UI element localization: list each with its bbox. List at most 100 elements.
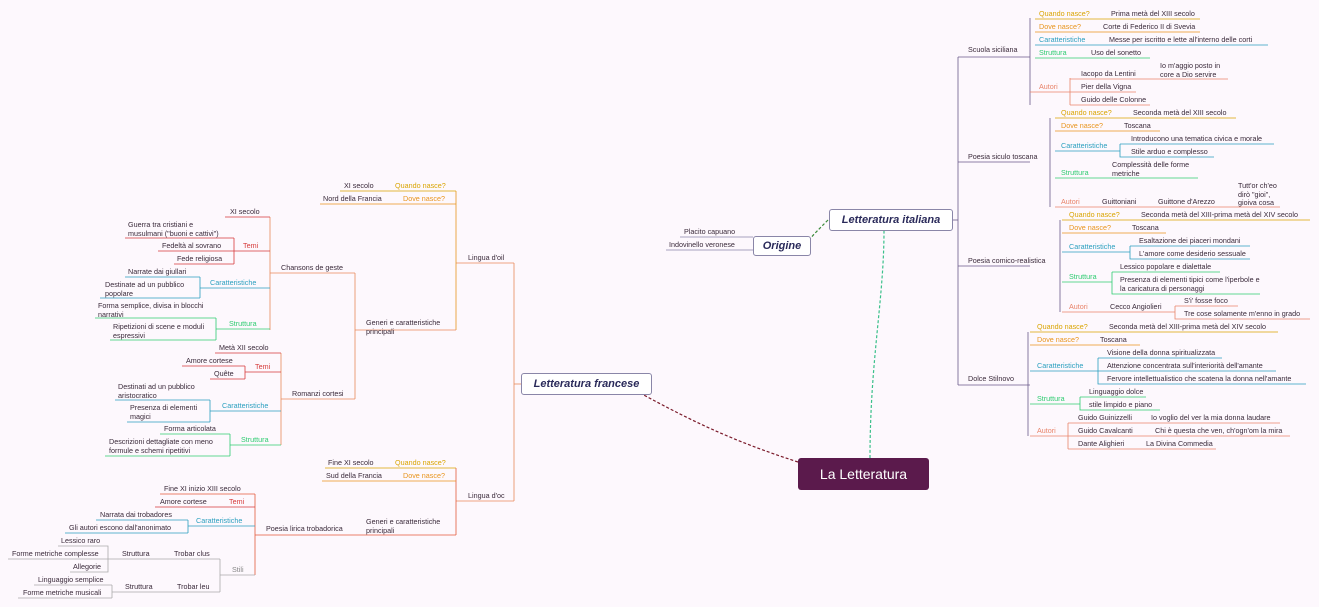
node-value[interactable]: Seconda metà del XIII-prima metà del XIV… (1109, 322, 1267, 331)
node-work[interactable]: Tre cose solamente m'enno in grado (1184, 309, 1301, 318)
node-value[interactable]: Gli autori escono dall'anonimato (69, 523, 172, 532)
node-author[interactable]: Guido Cavalcanti (1078, 426, 1133, 435)
node-value[interactable]: Esaltazione dei piaceri mondani (1139, 236, 1241, 245)
key-autori[interactable]: Autori (1039, 82, 1058, 91)
node-value[interactable]: Descrizioni dettagliate con meno formule… (109, 437, 213, 455)
node-author[interactable]: Guittoniani (1102, 197, 1137, 206)
key-dove-nasce[interactable]: Dove nasce? (1039, 22, 1081, 31)
topic-letteratura-italiana[interactable]: Letteratura italiana (829, 209, 953, 231)
key-dove-nasce[interactable]: Dove nasce? (1061, 121, 1103, 130)
node-poesia-lirica-trobadorica[interactable]: Poesia lirica trobadorica (266, 524, 343, 533)
node-value[interactable]: Stile arduo e complesso (1131, 147, 1208, 156)
node-romanzi-cortesi[interactable]: Romanzi cortesi (292, 389, 344, 398)
key-caratteristiche[interactable]: Caratteristiche (222, 401, 269, 410)
node-value[interactable]: Metà XII secolo (219, 343, 269, 352)
node-value[interactable]: Fervore intellettualistico che scatena l… (1107, 374, 1292, 383)
node-value[interactable]: Sud della Francia (326, 471, 382, 480)
node-trobar-leu[interactable]: Trobar leu (177, 582, 210, 591)
node-work[interactable]: Chi è questa che ven, ch'ogn'om la mira (1155, 426, 1283, 435)
node-work[interactable]: S'i' fosse foco (1184, 296, 1228, 305)
key-caratteristiche[interactable]: Caratteristiche (1061, 141, 1108, 150)
key-quando-nasce[interactable]: Quando nasce? (1039, 9, 1090, 18)
node-value[interactable]: Fine XI secolo (328, 458, 374, 467)
node-author[interactable]: Iacopo da Lentini (1081, 69, 1136, 78)
node-work[interactable]: Io voglio del ver la mia donna laudare (1151, 413, 1271, 422)
node-value[interactable]: Linguaggio semplice (38, 575, 104, 584)
node-poesia-comico-realistica[interactable]: Poesia comico-realistica (968, 256, 1046, 265)
node-trobar-clus[interactable]: Trobar clus (174, 549, 210, 558)
key-struttura[interactable]: Struttura (1037, 394, 1065, 403)
key-stili[interactable]: Stili (232, 565, 244, 574)
key-quando-nasce[interactable]: Quando nasce? (1061, 108, 1112, 117)
node-lingua-doc[interactable]: Lingua d'oc (468, 491, 505, 500)
node-value[interactable]: Corte di Federico II di Svevia (1103, 22, 1196, 31)
key-dove-nasce[interactable]: Dove nasce? (403, 194, 445, 203)
root-topic[interactable]: La Letteratura (798, 458, 929, 490)
node-value[interactable]: Amore cortese (160, 497, 207, 506)
key-dove-nasce[interactable]: Dove nasce? (403, 471, 445, 480)
node-value[interactable]: Fedeltà al sovrano (162, 241, 222, 250)
node-author[interactable]: Cecco Angiolieri (1110, 302, 1162, 311)
node-value[interactable]: Linguaggio dolce (1089, 387, 1144, 396)
node-value[interactable]: Visione della donna spiritualizzata (1107, 348, 1216, 357)
node-value[interactable]: Narrata dai trobadores (100, 510, 172, 519)
node-author[interactable]: Dante Alighieri (1078, 439, 1125, 448)
key-quando-nasce[interactable]: Quando nasce? (395, 458, 446, 467)
node-value[interactable]: Introducono una tematica civica e morale (1131, 134, 1263, 143)
node-work[interactable]: Tutt'or ch'eo dirò "gioi", gioiva cosa (1238, 181, 1277, 207)
node-value[interactable]: Prima metà del XIII secolo (1111, 9, 1195, 18)
node-value[interactable]: Toscana (1100, 335, 1127, 344)
node-value[interactable]: Forme metriche complesse (12, 549, 99, 558)
node-value[interactable]: Toscana (1124, 121, 1151, 130)
node-value[interactable]: Narrate dai giullari (128, 267, 187, 276)
node-author[interactable]: Guido delle Colonne (1081, 95, 1147, 104)
node-value[interactable]: Lessico raro (61, 536, 101, 545)
node-dolce-stilnovo[interactable]: Dolce Stilnovo (968, 374, 1014, 383)
node-poesia-siculo-toscana[interactable]: Poesia siculo toscana (968, 152, 1038, 161)
node-value[interactable]: XI secolo (344, 181, 374, 190)
key-autori[interactable]: Autori (1037, 426, 1056, 435)
key-quando-nasce[interactable]: Quando nasce? (395, 181, 446, 190)
key-dove-nasce[interactable]: Dove nasce? (1037, 335, 1079, 344)
key-dove-nasce[interactable]: Dove nasce? (1069, 223, 1111, 232)
node-value[interactable]: Forma semplice, divisa in blocchi narrat… (98, 301, 204, 319)
key-autori[interactable]: Autori (1069, 302, 1088, 311)
node-scuola-siciliana[interactable]: Scuola siciliana (968, 45, 1018, 54)
node-value[interactable]: Allegorie (73, 562, 101, 571)
key-caratteristiche[interactable]: Caratteristiche (1037, 361, 1084, 370)
node-chansons-de-geste[interactable]: Chansons de geste (281, 263, 343, 272)
key-caratteristiche[interactable]: Caratteristiche (196, 516, 243, 525)
key-caratteristiche[interactable]: Caratteristiche (1039, 35, 1086, 44)
node-value[interactable]: Fine XI inizio XIII secolo (164, 484, 241, 493)
key-struttura[interactable]: Struttura (1039, 48, 1067, 57)
key-temi[interactable]: Temi (243, 241, 259, 250)
node-value[interactable]: Ripetizioni di scene e moduli espressivi (113, 322, 205, 340)
node-author[interactable]: Pier della Vigna (1081, 82, 1132, 91)
topic-origine[interactable]: Origine (753, 236, 811, 256)
node-value[interactable]: Uso del sonetto (1091, 48, 1141, 57)
node-value[interactable]: Forme metriche musicali (23, 588, 102, 597)
node-value[interactable]: Guerra tra cristiani e musulmani ("buoni… (128, 220, 219, 238)
node-work[interactable]: Io m'aggio posto in core a Dio servire (1160, 61, 1221, 79)
node-value[interactable]: Amore cortese (186, 356, 233, 365)
key-quando-nasce[interactable]: Quando nasce? (1037, 322, 1088, 331)
key-temi[interactable]: Temi (229, 497, 245, 506)
node-value[interactable]: Messe per iscritto e lette all'interno d… (1109, 35, 1253, 44)
node-value[interactable]: Forma articolata (164, 424, 216, 433)
key-struttura[interactable]: Struttura (229, 319, 257, 328)
node-value[interactable]: Complessità delle forme metriche (1112, 160, 1190, 178)
node-placito-capuano[interactable]: Placito capuano (684, 227, 736, 236)
node-value[interactable]: Seconda metà del XIII secolo (1133, 108, 1227, 117)
key-autori[interactable]: Autori (1061, 197, 1080, 206)
node-value[interactable]: Destinate ad un pubblico popolare (105, 280, 185, 298)
key-caratteristiche[interactable]: Caratteristiche (1069, 242, 1116, 251)
node-value[interactable]: Nord della Francia (323, 194, 382, 203)
node-value[interactable]: Presenza di elementi magici (130, 403, 198, 421)
key-caratteristiche[interactable]: Caratteristiche (210, 278, 257, 287)
key-struttura[interactable]: Struttura (1061, 168, 1089, 177)
node-value[interactable]: Destinati ad un pubblico aristocratico (118, 382, 195, 400)
node-author[interactable]: Guido Guinizzelli (1078, 413, 1132, 422)
node-generi[interactable]: Generi e caratteristiche principali (366, 318, 441, 336)
node-generi[interactable]: Generi e caratteristiche principali (366, 517, 441, 535)
node-value[interactable]: Fede religiosa (177, 254, 223, 263)
